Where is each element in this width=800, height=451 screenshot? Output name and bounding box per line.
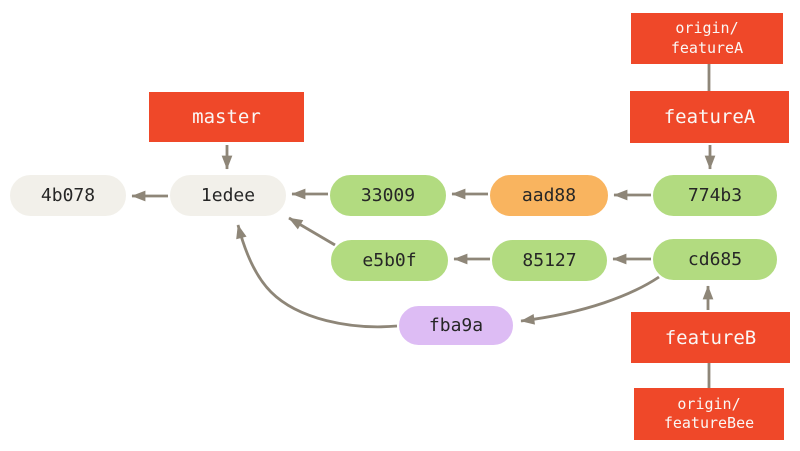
commit-774b3: 774b3 — [651, 173, 779, 218]
commit-fba9a: fba9a — [397, 304, 515, 347]
ref-label: origin/featureA — [671, 19, 743, 58]
commit-label: 774b3 — [687, 185, 743, 206]
ref-label-line2: featureBee — [663, 414, 755, 432]
edge-e5b0f-to-1edee — [288, 216, 336, 247]
ref-label: featureB — [664, 326, 757, 349]
commit-label: aad88 — [521, 185, 577, 206]
commit-cd685: cd685 — [651, 237, 779, 282]
commit-label: 4b078 — [40, 185, 96, 206]
ref-label: origin/featureBee — [664, 395, 754, 434]
commit-label: e5b0f — [362, 250, 417, 271]
commit-label: 85127 — [522, 250, 577, 271]
ref-label: master — [192, 106, 261, 128]
edge-cd685-to-fba9a — [520, 275, 660, 325]
commit-1edee: 1edee — [168, 173, 288, 218]
commit-label: 1edee — [200, 185, 256, 206]
ref-label-line2: featureA — [670, 38, 744, 57]
ref-label-line1: origin/ — [675, 19, 739, 37]
commit-label: 33009 — [360, 185, 416, 206]
commit-aad88: aad88 — [488, 173, 610, 218]
ref-box-featureA: featureA — [630, 91, 789, 143]
commit-e5b0f: e5b0f — [329, 238, 450, 283]
ref-box-origin-featureBee: origin/featureBee — [634, 388, 784, 440]
edge-fba9a-to-1edee — [236, 224, 398, 329]
commit-85127: 85127 — [490, 238, 609, 283]
commit-label: cd685 — [687, 249, 743, 270]
ref-box-origin-featureA: origin/featureA — [631, 13, 783, 64]
commit-label: fba9a — [428, 315, 484, 336]
commit-4b078: 4b078 — [8, 173, 128, 218]
commit-33009: 33009 — [328, 173, 448, 218]
ref-label: featureA — [663, 106, 756, 128]
ref-box-master: master — [149, 92, 304, 142]
ref-box-featureB: featureB — [631, 312, 790, 363]
ref-label-line1: origin/ — [677, 394, 741, 413]
